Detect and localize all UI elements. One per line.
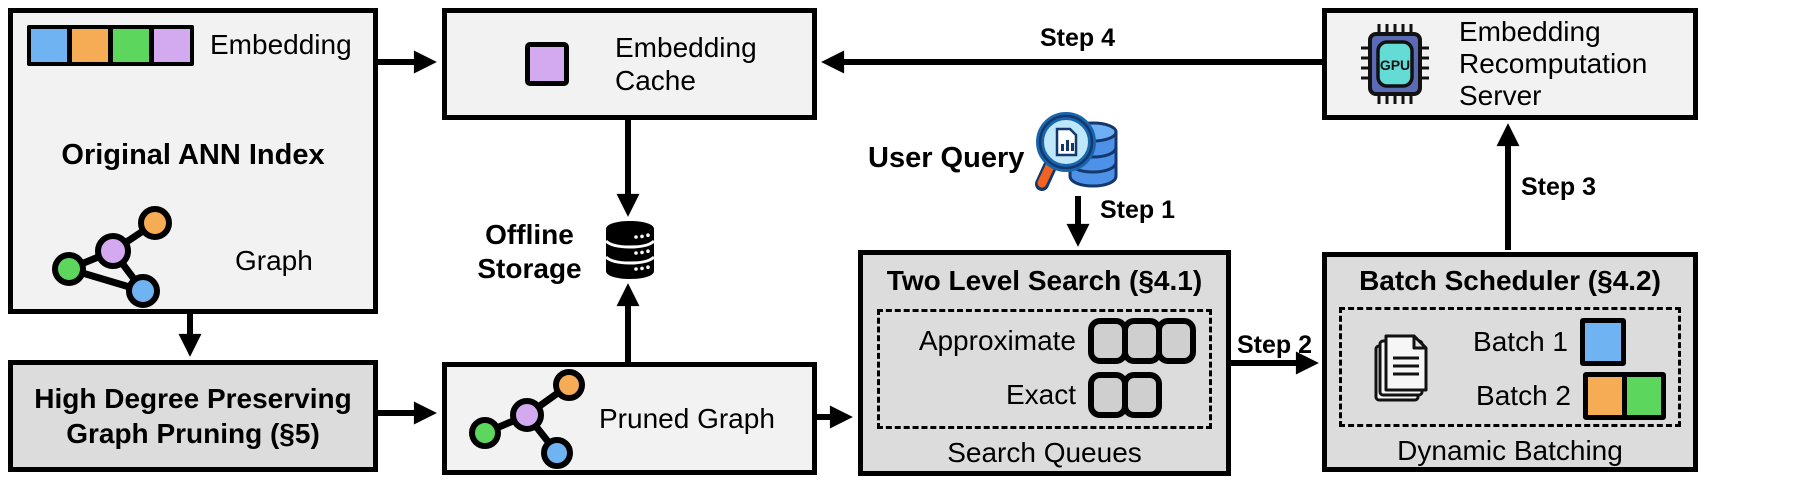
pruned-graph-icon	[469, 369, 585, 469]
search-queues-footer: Search Queues	[947, 437, 1142, 468]
pruned-graph-box: Pruned Graph	[442, 362, 817, 475]
recomputation-server-title-line3: Server	[1459, 80, 1542, 111]
cached-embedding-icon	[525, 42, 569, 86]
approximate-queue-row: Approximate	[888, 318, 1196, 364]
high-degree-pruning-box: High Degree Preserving Graph Pruning (§5…	[8, 360, 378, 472]
step2-label: Step 2	[1237, 331, 1313, 359]
approximate-queue-slots	[1088, 318, 1196, 364]
document-batch-icon	[1374, 334, 1428, 402]
dynamic-batching-footer: Dynamic Batching	[1397, 435, 1623, 466]
batch-scheduler-box: Batch Scheduler (§4.2) Batch 1	[1322, 252, 1698, 472]
batch-square-icon	[1583, 372, 1627, 420]
batch2-squares	[1583, 372, 1666, 420]
search-queue-slot-icon	[1122, 318, 1162, 364]
batch2-row: Batch 2	[1476, 372, 1666, 420]
batch1-label: Batch 1	[1473, 326, 1568, 357]
offline-storage-label-line1: Offline	[485, 219, 574, 250]
approximate-label: Approximate	[918, 325, 1076, 356]
embedding-cell-purple	[154, 29, 190, 62]
batch1-row: Batch 1	[1473, 318, 1626, 366]
embedding-cell-orange	[72, 29, 108, 62]
embedding-cell-blue	[31, 29, 67, 62]
two-level-search-box: Two Level Search (§4.1) Approximate Exac…	[858, 250, 1231, 476]
user-query-search-icon	[1035, 112, 1118, 191]
embedding-cache-box: Embedding Cache	[442, 8, 817, 120]
gpu-chip-icon: GPU	[1361, 24, 1429, 104]
gpu-chip-label: GPU	[1380, 57, 1410, 73]
search-queue-slot-icon	[1122, 372, 1162, 418]
graph-icon	[52, 206, 172, 308]
embedding-label: Embedding	[210, 29, 352, 60]
recomputation-server-title-line2: Recomputation	[1459, 48, 1648, 79]
embedding-cell-green	[113, 29, 149, 62]
step3-label: Step 3	[1521, 173, 1597, 201]
user-query-label: User Query	[868, 142, 1025, 174]
search-queue-slot-icon	[1156, 318, 1196, 364]
search-queue-slot-icon	[1088, 318, 1128, 364]
recomputation-server-title: Embedding Recomputation Server	[1459, 16, 1647, 112]
step4-label: Step 4	[1039, 24, 1116, 52]
original-ann-index-title: Original ANN Index	[61, 139, 325, 171]
step1-label: Step 1	[1100, 196, 1176, 224]
offline-storage-label: Offline Storage	[462, 218, 597, 286]
exact-queue-slots	[1088, 372, 1162, 418]
embedding-vector-icon	[27, 25, 194, 66]
batch-square-icon	[1580, 318, 1626, 366]
high-degree-pruning-title-line2: Graph Pruning (§5)	[66, 418, 320, 449]
recomputation-server-title-line1: Embedding	[1459, 16, 1601, 47]
embedding-cache-title: Embedding Cache	[615, 31, 757, 97]
two-level-search-title: Two Level Search (§4.1)	[886, 265, 1203, 296]
original-ann-index-box: Embedding Original ANN Index Graph	[8, 8, 378, 314]
search-queues-panel: Approximate Exact	[877, 309, 1212, 429]
embedding-cache-title-line2: Cache	[615, 65, 696, 96]
embedding-cache-title-line1: Embedding	[615, 32, 757, 63]
batch-square-icon	[1622, 372, 1666, 420]
exact-label: Exact	[1005, 379, 1076, 410]
high-degree-pruning-title-line1: High Degree Preserving	[34, 383, 352, 414]
dynamic-batching-panel: Batch 1 Batch 2	[1339, 307, 1681, 427]
offline-storage-label-line2: Storage	[477, 253, 582, 284]
graph-label: Graph	[235, 245, 313, 276]
batch2-label: Batch 2	[1476, 380, 1571, 411]
embedding-recomputation-server-box: GPU Embedding Recomputation Server	[1322, 8, 1698, 120]
pruned-graph-label: Pruned Graph	[599, 403, 775, 434]
offline-storage-database-icon	[604, 221, 656, 279]
batch-scheduler-title: Batch Scheduler (§4.2)	[1359, 265, 1661, 296]
exact-queue-row: Exact	[888, 372, 1162, 418]
